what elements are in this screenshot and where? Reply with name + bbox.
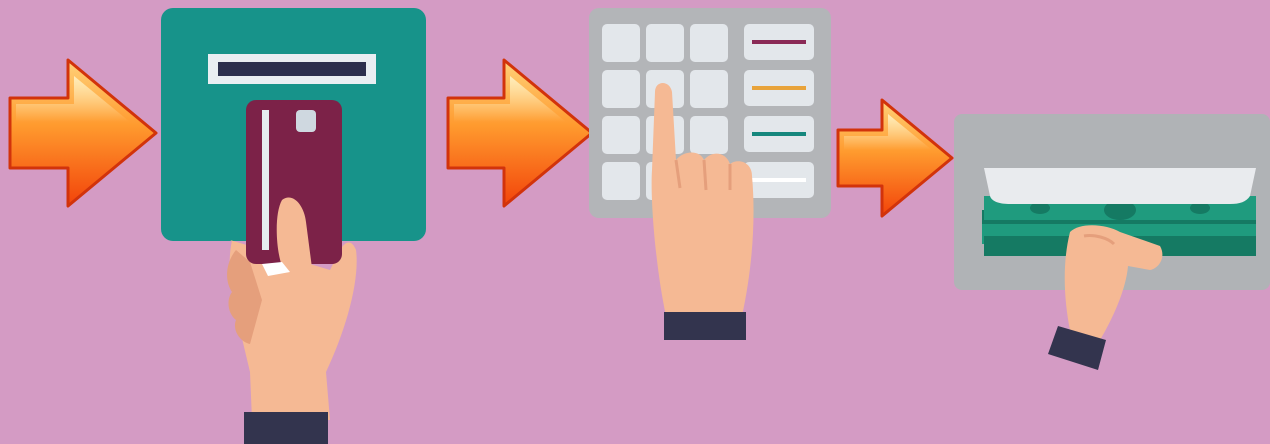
keypad-key: [602, 24, 640, 62]
arrow-right-icon: [448, 60, 592, 206]
keypad-key: [602, 162, 640, 200]
arrow-right-icon: [10, 60, 156, 206]
step-insert-card: [161, 8, 426, 444]
keypad-key: [646, 24, 684, 62]
arrow-right-icon: [838, 100, 952, 216]
keypad-key: [690, 70, 728, 108]
keypad-key: [690, 116, 728, 154]
keypad-key: [602, 70, 640, 108]
step-take-cash: [954, 114, 1270, 370]
keypad-key: [690, 24, 728, 62]
keypad-key: [602, 116, 640, 154]
cash-slot-lip: [984, 168, 1256, 204]
sleeve-icon: [664, 312, 746, 340]
sleeve-icon: [244, 412, 328, 444]
card-slot: [218, 62, 366, 76]
step-enter-pin: [589, 8, 831, 340]
